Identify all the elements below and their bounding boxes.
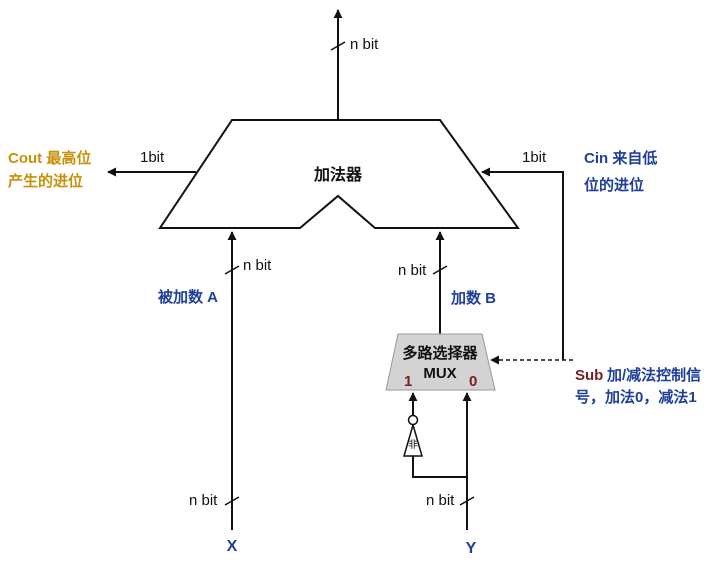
input-a-label: 被加数 A xyxy=(158,288,218,306)
sub-label-line2: 号，加法0，减法1 xyxy=(575,388,697,406)
sub-label-prefix: Sub xyxy=(575,367,603,384)
cout-width-label: 1bit xyxy=(140,149,165,166)
y-branch-line xyxy=(412,456,467,478)
cin-label-line2: 位的进位 xyxy=(584,176,644,194)
inverter-triangle xyxy=(403,422,423,457)
cin-width-label: 1bit xyxy=(522,149,547,166)
inverter-label: 非 xyxy=(408,439,418,451)
input-b-label: 加数 B xyxy=(450,289,496,307)
mux-block xyxy=(385,333,496,391)
mux-label-line1: 多路选择器 xyxy=(402,344,478,362)
cin-line xyxy=(481,167,564,360)
adder-block xyxy=(158,119,520,229)
x-label: X xyxy=(227,538,238,555)
mux-label-line2: MUX xyxy=(423,365,456,382)
adder-label: 加法器 xyxy=(313,165,363,184)
input-b-slash xyxy=(432,265,448,275)
cin-label-line1: Cin 来自低 xyxy=(584,149,657,167)
sub-label-line1: 加/减法控制信 xyxy=(606,366,701,384)
mux-input-1-label: 1 xyxy=(404,373,412,390)
input-a-slash xyxy=(224,265,240,275)
input-a-width-label: n bit xyxy=(243,257,272,274)
input-b-width-label: n bit xyxy=(398,262,427,279)
x-slash xyxy=(224,496,240,506)
output-width-label: n bit xyxy=(350,36,379,53)
inverter-bubble xyxy=(407,414,419,426)
x-width-label: n bit xyxy=(189,492,218,509)
cout-label-line2: 产生的进位 xyxy=(8,172,83,190)
y-width-label: n bit xyxy=(426,492,455,509)
output-slash xyxy=(330,41,346,51)
cout-label-line1: Cout 最高位 xyxy=(8,149,91,167)
y-label: Y xyxy=(466,540,477,557)
input-a-label-bg xyxy=(150,287,230,307)
mux-input-0-label: 0 xyxy=(469,373,477,390)
y-slash xyxy=(459,496,475,506)
